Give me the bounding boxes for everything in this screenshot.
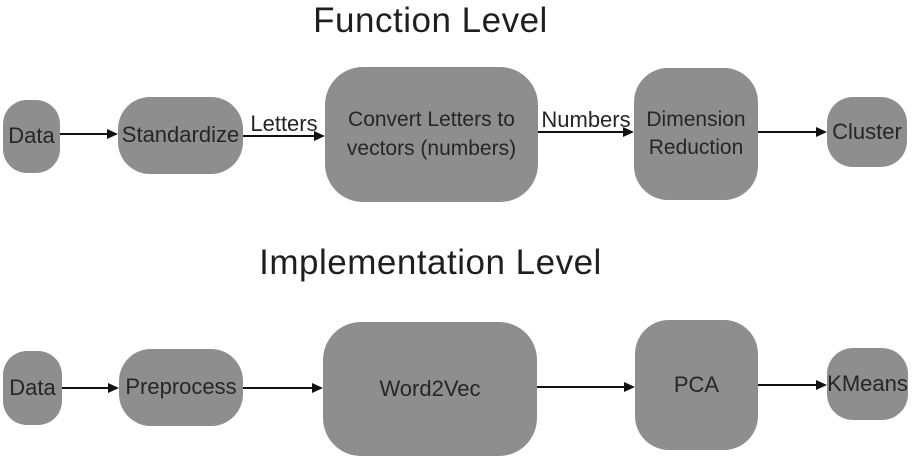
arrow-data-to-preprocess: [62, 383, 119, 393]
node-preprocess: Preprocess: [119, 349, 243, 426]
node-label-preprocess: Preprocess: [125, 374, 237, 400]
arrow-standardize-to-convert: [243, 131, 325, 141]
node-label-data-impl: Data: [9, 374, 56, 400]
node-label-data: Data: [8, 123, 55, 149]
arrow-dimension-reduction-to-cluster: [758, 127, 827, 137]
node-dimension-reduction: Dimension Reduction: [634, 68, 758, 200]
node-label-kmeans: KMeans: [827, 370, 908, 396]
node-cluster: Cluster: [827, 97, 907, 167]
node-label-cluster: Cluster: [832, 118, 902, 144]
implementation-level-title: Implementation Level: [259, 243, 602, 282]
node-label-word2vec: Word2Vec: [379, 375, 481, 401]
function-level-title: Function Level: [313, 1, 548, 40]
arrow-convert-to-dimension-reduction: [538, 127, 634, 137]
arrow-pca-to-kmeans: [758, 380, 827, 390]
node-label-convert: Convert Letters to vectors (numbers): [346, 108, 517, 160]
node-standardize: Standardize: [118, 97, 243, 174]
arrow-data-to-standardize: [60, 129, 118, 139]
edge-label-letters: Letters: [250, 111, 318, 136]
node-label-standardize: Standardize: [121, 122, 240, 148]
node-label-dimension-reduction: Dimension Reduction: [646, 107, 746, 159]
arrow-preprocess-to-word2vec: [243, 383, 323, 393]
edge-label-numbers: Numbers: [541, 107, 631, 132]
node-pca: PCA: [635, 320, 758, 450]
node-data-function: Data: [3, 100, 60, 173]
node-word2vec: Word2Vec: [323, 322, 537, 456]
arrow-word2vec-to-pca: [537, 382, 635, 392]
node-convert-letters-to-vectors: Convert Letters to vectors (numbers): [325, 67, 538, 202]
node-label-pca: PCA: [673, 371, 720, 397]
node-kmeans: KMeans: [827, 348, 908, 420]
node-data-implementation: Data: [3, 351, 62, 425]
